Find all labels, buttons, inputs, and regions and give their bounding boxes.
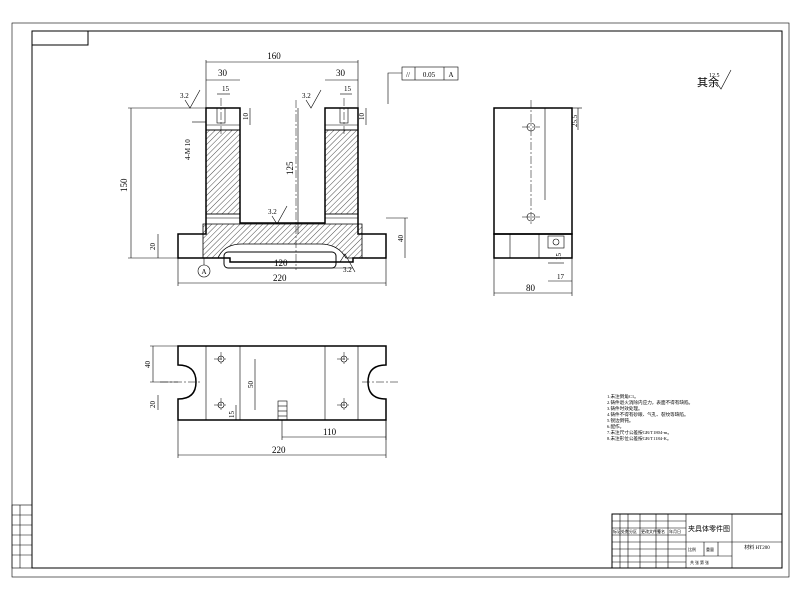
roughness-note-value: 12.5 xyxy=(709,73,720,79)
dim-110: 110 xyxy=(323,427,337,437)
left-upright-section xyxy=(205,129,241,215)
front-view: 160 30 30 15 15 10 10 4-M 10 150 125 20 … xyxy=(119,51,459,286)
note-4: 4.铸件不得有砂眼、气孔、裂纹等缺陷。 xyxy=(607,411,689,418)
roughness-note-label: 其余 xyxy=(697,75,719,89)
roughness-symbol-center: 3.2 xyxy=(268,205,288,225)
side-view-base xyxy=(493,233,573,259)
tb-count: 处数 xyxy=(621,528,629,534)
dim-30-left: 30 xyxy=(218,68,228,78)
note-7: 7.未注尺寸公差按GB/T1804-m。 xyxy=(607,429,672,436)
dim-220: 220 xyxy=(273,273,287,283)
tb-mark: 标记 xyxy=(613,528,621,534)
svg-text:3.2: 3.2 xyxy=(180,92,189,100)
dim-15-right: 15 xyxy=(344,85,352,93)
drawing-number-box xyxy=(31,30,89,46)
right-upright-top xyxy=(324,107,359,131)
svg-text:A: A xyxy=(201,268,206,276)
roughness-symbol-left: 3.2 xyxy=(180,89,201,109)
dim-50: 50 xyxy=(247,381,255,389)
dim-10-left: 10 xyxy=(242,113,250,121)
dim-150: 150 xyxy=(119,178,129,192)
svg-text:3.2: 3.2 xyxy=(268,208,277,216)
top-view: 40 20 50 15 110 220 xyxy=(144,345,398,458)
top-view-holes xyxy=(214,352,351,412)
dim-80: 80 xyxy=(526,283,536,293)
tb-signature: 签名 xyxy=(657,528,665,534)
sheet-inner-border xyxy=(31,30,783,569)
dim-30-right: 30 xyxy=(336,68,346,78)
top-view-keyway xyxy=(277,400,288,421)
margin-stamp-table xyxy=(11,504,33,569)
parallelism-tolerance-frame: // 0.05 A xyxy=(387,66,459,104)
dim-125: 125 xyxy=(285,161,295,175)
tb-material: 材料 HT200 xyxy=(744,544,770,551)
dim-160: 160 xyxy=(267,51,281,61)
note-8: 8.未注形位公差按GB/T1184-K。 xyxy=(607,435,672,442)
thread-4m10: 4-M 10 xyxy=(184,139,192,160)
tolerance-value: 0.05 xyxy=(423,71,436,79)
right-upright-section xyxy=(324,129,359,215)
dim-40: 40 xyxy=(397,235,405,243)
note-6: 6.配作。 xyxy=(607,423,624,430)
roughness-symbol-bottom: 3.2 xyxy=(339,253,356,274)
svg-text:3.2: 3.2 xyxy=(302,92,311,100)
dim-20: 20 xyxy=(149,243,157,251)
svg-text:3.2: 3.2 xyxy=(343,266,352,274)
dim-120: 120 xyxy=(274,258,288,268)
tb-mass: 重量 xyxy=(706,546,714,552)
tb-part-name: 夹具体零件图 xyxy=(688,524,730,533)
dim-15-side: 15 xyxy=(555,253,563,261)
dim-15-left: 15 xyxy=(222,85,230,93)
title-block: 标记 处数 分区 更改文件号 签名 年月日 夹具体零件图 材料 HT200 比例… xyxy=(611,513,783,569)
tb-scale: 比例 xyxy=(688,546,696,552)
note-5: 5.锐边倒钝。 xyxy=(607,417,633,424)
technical-notes: 1.未注倒角C1。 2.铸件退火消除内应力，表面不得有缺陷。 3.铸件时效处理。… xyxy=(607,393,693,442)
note-3: 3.铸件时效处理。 xyxy=(607,405,643,412)
dim-25-5: 25.5 xyxy=(571,114,579,127)
sheet-outer-border xyxy=(11,22,790,578)
side-view: 25.5 80 15 17 xyxy=(493,100,582,296)
top-view-outline xyxy=(177,345,387,421)
tb-date: 年月日 xyxy=(669,528,681,534)
note-2: 2.铸件退火消除内应力，表面不得有缺陷。 xyxy=(607,399,693,406)
note-1: 1.未注倒角C1。 xyxy=(607,393,639,400)
dim-20-top: 20 xyxy=(149,401,157,409)
tb-change-doc: 更改文件号 xyxy=(641,528,661,534)
datum-a-marker: A xyxy=(197,257,211,278)
roughness-symbol-right: 3.2 xyxy=(302,89,322,109)
tb-zone: 分区 xyxy=(629,528,637,534)
dim-17: 17 xyxy=(557,273,565,281)
base-section xyxy=(202,223,363,259)
dim-10-right: 10 xyxy=(358,113,366,121)
general-roughness-note: 其余 12.5 xyxy=(697,69,732,90)
dim-40-top: 40 xyxy=(144,361,152,369)
left-upright-top xyxy=(205,107,241,131)
dim-220-top: 220 xyxy=(272,445,286,455)
parallelism-symbol: // xyxy=(406,71,410,79)
tolerance-datum: A xyxy=(448,71,453,79)
dim-15-top: 15 xyxy=(228,411,236,419)
tb-sheet: 共 张 第 张 xyxy=(690,559,709,565)
